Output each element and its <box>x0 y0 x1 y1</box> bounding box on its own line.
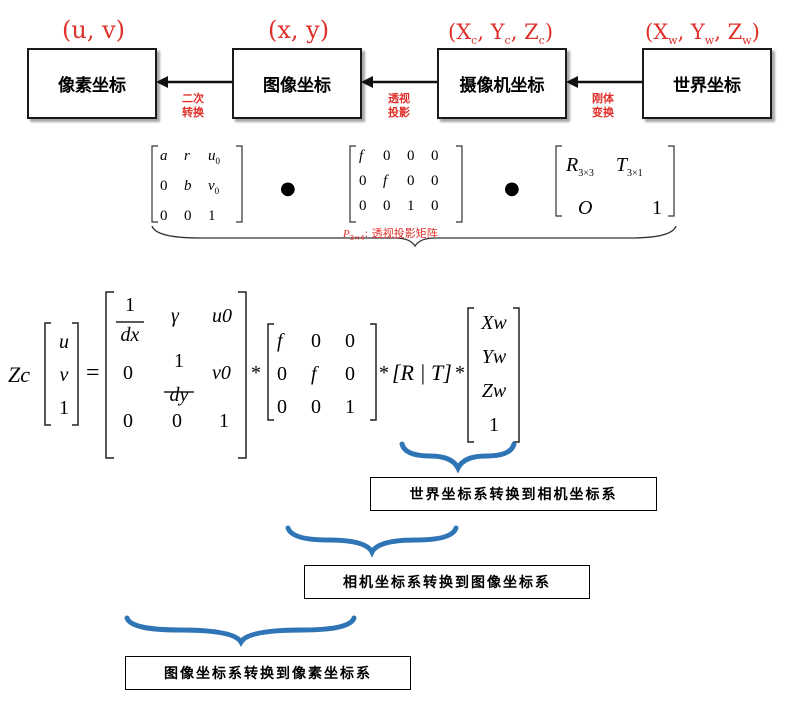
box-camera-coordinates: 摄像机坐标 <box>437 48 567 119</box>
equation-brackets <box>44 291 520 459</box>
blue-braces <box>124 441 517 647</box>
equals-sign: = <box>86 360 100 386</box>
multiply-star-1: * <box>251 362 261 384</box>
k-matrix-0-a: 0 <box>123 362 133 384</box>
top-matrix-brackets <box>151 145 677 248</box>
flow-arrows <box>156 76 642 88</box>
arrow-label-rigid-transform: 刚体变换 <box>592 92 614 119</box>
k-matrix-0-c: 0 <box>172 410 182 432</box>
dot-operator-2: ● <box>504 178 520 199</box>
dot-operator-1: ● <box>280 178 296 199</box>
equation-lhs-zc: Zc <box>8 362 30 387</box>
k-matrix-gamma: γ <box>171 305 179 327</box>
arrow-label-secondary-transform: 二次转换 <box>182 92 204 119</box>
world-vector: Xw Yw Zw 1 <box>481 312 507 436</box>
multiply-star-3: * <box>455 362 465 384</box>
caption-camera-to-image: 相机坐标系转换到图像坐标系 <box>304 565 590 599</box>
coord-label-camera: (Xc, Yc, Zc) <box>448 20 554 48</box>
multiply-star-2: * <box>379 362 389 384</box>
coord-label-image: (x, y) <box>268 16 330 44</box>
k-matrix-v0: v0 <box>212 362 231 384</box>
caption-world-to-camera: 世界坐标系转换到相机坐标系 <box>370 477 657 511</box>
box-image-coordinates: 图像坐标 <box>232 48 362 119</box>
arrow-label-perspective-projection: 透视投影 <box>388 92 410 119</box>
k-matrix-u0: u0 <box>212 305 232 327</box>
brace-label-projection-matrix: P3×4: 透视投影矩阵 <box>343 227 438 243</box>
k-matrix-1: 1 <box>219 410 229 432</box>
k-matrix-0-b: 0 <box>123 410 133 432</box>
box-pixel-coordinates: 像素坐标 <box>27 48 157 119</box>
lhs-vector: u v 1 <box>59 331 69 419</box>
coord-label-world: (Xw, Yw, Zw) <box>645 20 760 48</box>
coord-label-pixel: (u, v) <box>62 16 125 44</box>
caption-image-to-pixel: 图像坐标系转换到像素坐标系 <box>125 656 411 690</box>
rotation-translation-matrix: [R | T] <box>392 360 452 385</box>
box-world-coordinates: 世界坐标 <box>642 48 772 119</box>
